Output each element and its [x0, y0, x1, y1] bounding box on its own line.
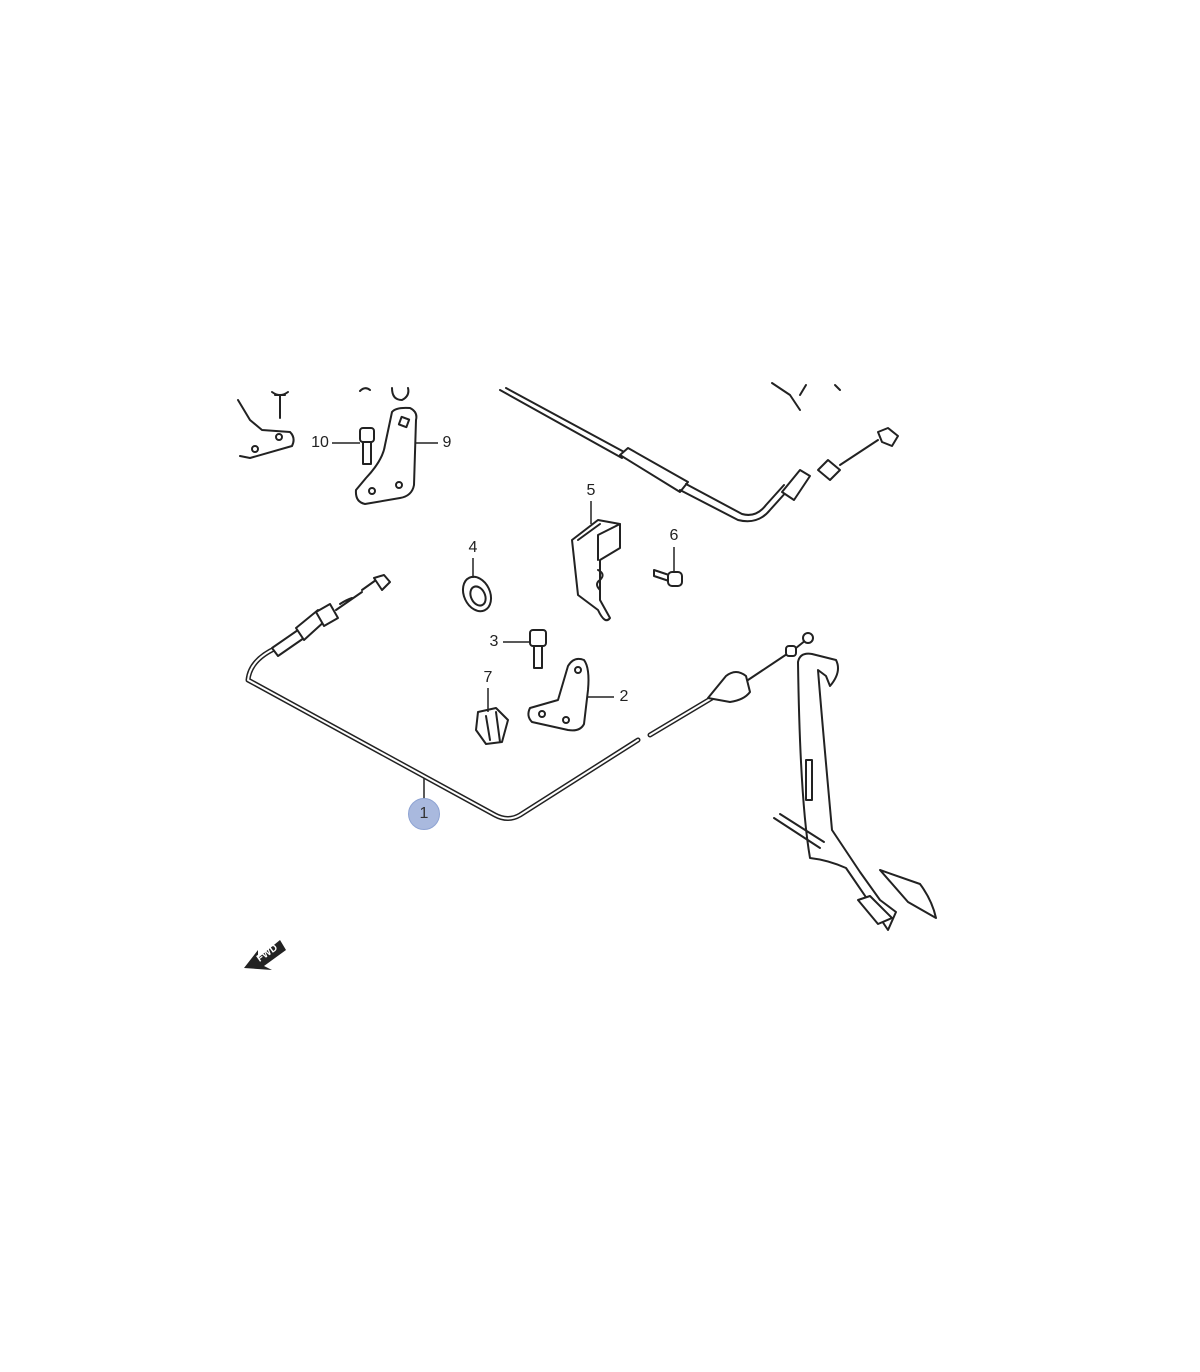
callout-7[interactable]: 7 — [483, 669, 493, 686]
clutch-pedal — [773, 652, 937, 931]
fwd-arrow-icon — [244, 940, 286, 970]
clamp-part-7 — [475, 707, 509, 745]
callout-9[interactable]: 9 — [442, 434, 452, 451]
main-cable-part-1 — [245, 574, 814, 821]
callout-1-highlighted[interactable]: 1 — [408, 798, 440, 830]
callout-5[interactable]: 5 — [586, 482, 596, 499]
bracket-part-2 — [527, 657, 590, 732]
callout-10[interactable]: 10 — [311, 434, 329, 451]
partial-bracket-top-left — [237, 391, 295, 459]
callout-2[interactable]: 2 — [619, 688, 629, 705]
callout-4[interactable]: 4 — [468, 539, 478, 556]
bolt-part-3 — [529, 629, 547, 669]
clip-part-5 — [571, 519, 621, 622]
callout-3[interactable]: 3 — [489, 633, 499, 650]
callout-6[interactable]: 6 — [669, 527, 679, 544]
bolt-part-6 — [653, 569, 683, 587]
callout-leaders — [332, 442, 675, 802]
grommet-part-4 — [461, 575, 493, 613]
bracket-part-9 — [354, 387, 418, 505]
bolt-part-10 — [359, 427, 375, 465]
upper-cable — [499, 382, 899, 523]
